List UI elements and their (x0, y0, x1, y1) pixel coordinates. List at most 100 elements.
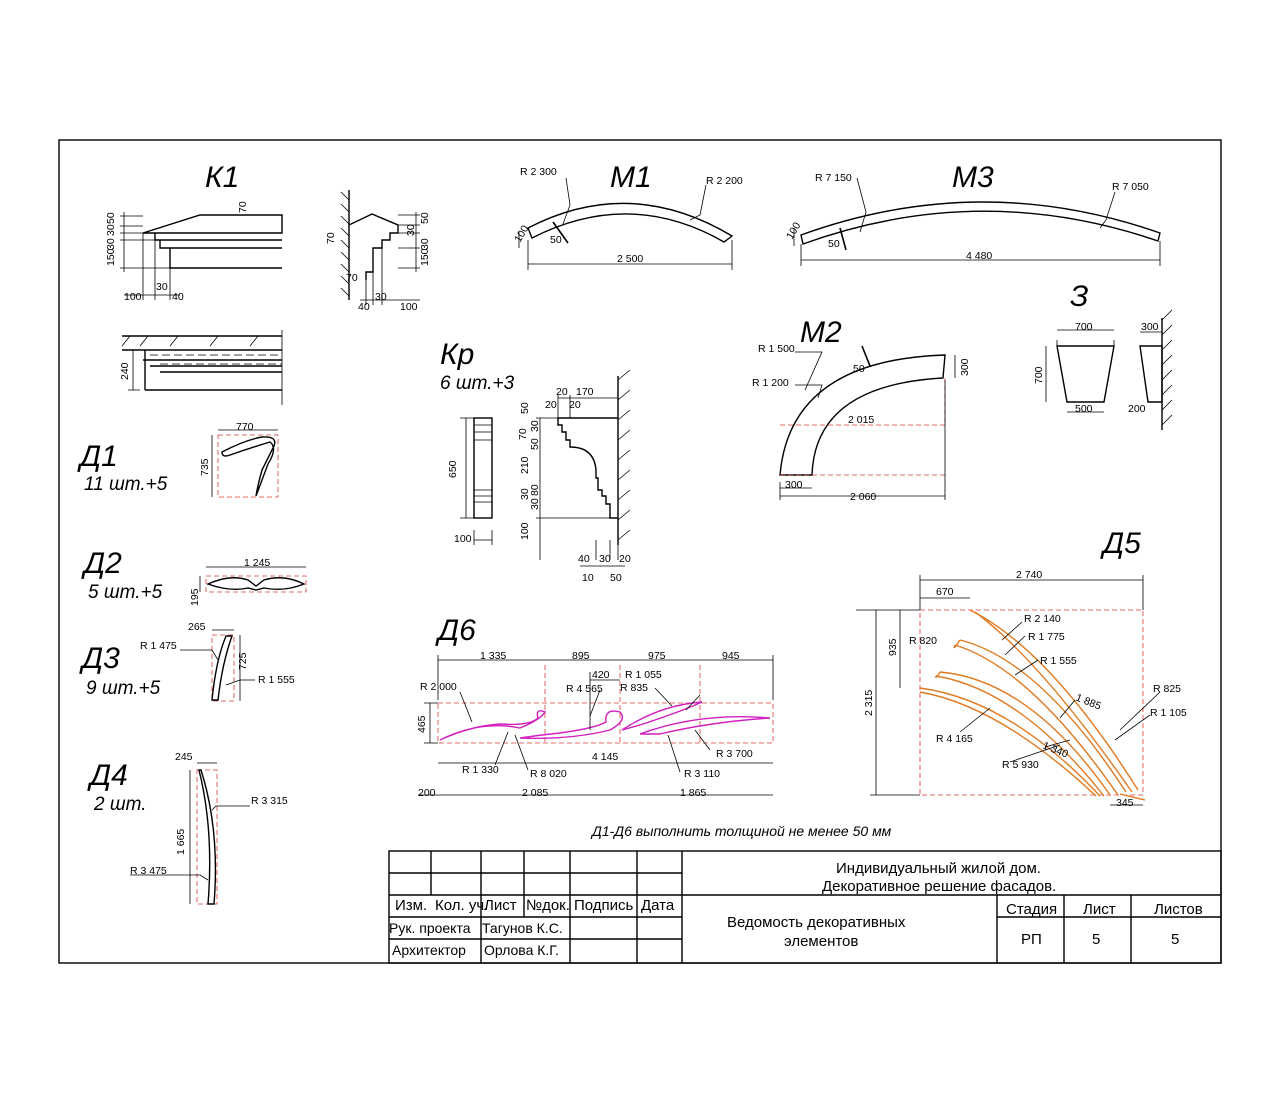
kr-p-11: 30 (529, 498, 541, 510)
m3-section-mark (839, 227, 847, 251)
d6-group: Д6 1 335 895 975 945 420 R 1 055 R 2 000… (416, 614, 774, 799)
d5-r820: R 820 (909, 635, 937, 647)
m3-leaders (856, 177, 1116, 233)
k1-side-dims (360, 212, 420, 305)
z-group: З 700 300 700 500 200 (1033, 280, 1173, 430)
d3-r1: R 1 475 (140, 640, 177, 652)
k1s-dim-5: 70 (346, 272, 358, 284)
d6-c: 975 (648, 650, 666, 662)
d6-r1330: R 1 330 (462, 764, 499, 776)
d3-box (211, 634, 235, 702)
m2-leaders (795, 351, 823, 399)
k1s-dim-0: 70 (325, 232, 337, 244)
kr-p-13: 40 (578, 553, 590, 565)
d6-r8020: R 8 020 (530, 768, 567, 780)
k1-plan-dim: 240 (119, 362, 131, 380)
m2-h: 300 (959, 358, 971, 376)
tb-sheet: 5 (1092, 931, 1100, 948)
m2-w: 50 (853, 363, 865, 375)
m1-h: 100 (512, 223, 531, 244)
d2-h: 195 (189, 588, 201, 606)
tb-hdr-5: Дата (641, 897, 675, 914)
d2-shape (206, 577, 306, 591)
m3-h: 100 (784, 220, 803, 241)
d6-title: Д6 (435, 614, 476, 647)
tb-stage: РП (1021, 931, 1042, 948)
d3-dims (180, 629, 255, 701)
d6-leaf-1 (621, 701, 703, 731)
d6-total: 4 145 (592, 751, 618, 763)
kr-p-14: 30 (599, 553, 611, 565)
d1-h: 735 (199, 458, 211, 476)
d3-qty: 9 шт.+5 (86, 678, 161, 699)
d3-shape (211, 635, 233, 701)
d6-guides (544, 665, 701, 743)
d6-dims (418, 655, 774, 796)
d5-r1105: R 1 105 (1150, 707, 1187, 719)
z-side (1139, 345, 1163, 403)
thickness-note: Д1-Д6 выполнить толщиной не менее 50 мм (590, 823, 892, 839)
z-front (1056, 345, 1115, 403)
k1-front-shape (142, 214, 283, 234)
kr-group: Кр 6 шт.+3 650 100 20 170 20 20 50 70 30… (440, 338, 631, 584)
k1-group: К1 50 30 30 150 70 100 30 40 70 50 30 30… (105, 161, 431, 405)
kr-p-8: 210 (519, 456, 531, 474)
k1-dim-5: 100 (124, 291, 142, 303)
z-h: 700 (1033, 366, 1045, 384)
d4-box (196, 769, 218, 905)
d5-ends (935, 639, 1146, 801)
tb-sheets-label: Листов (1154, 901, 1203, 918)
d2-box (205, 575, 307, 593)
title-block-frame (388, 850, 1222, 964)
d4-w: 245 (175, 751, 193, 763)
d5-r825: R 825 (1153, 683, 1181, 695)
tb-hdr-1: Кол. уч. (435, 897, 488, 914)
k1s-dim-1: 50 (419, 212, 431, 224)
d6-h: 465 (416, 715, 428, 733)
d5-b345: 345 (1116, 797, 1134, 809)
kr-p-4: 50 (519, 402, 531, 414)
z-bottom: 500 (1075, 403, 1093, 415)
k1-dim-0: 50 (105, 212, 117, 224)
m2-guides (780, 378, 946, 476)
m2-title: М2 (800, 316, 842, 349)
m3-group: М3 R 7 150 R 7 050 100 50 4 480 (784, 161, 1161, 266)
kr-p-1: 170 (576, 386, 594, 398)
tb-hdr-0: Изм. (395, 897, 427, 914)
d6-leaders (459, 687, 711, 773)
z-dims (1045, 329, 1162, 413)
d2-w: 1 245 (244, 557, 270, 569)
m1-group: М1 R 2 300 R 2 200 100 50 2 500 (512, 161, 743, 270)
kr-profile-dims (536, 395, 625, 567)
d4-shape (198, 769, 217, 905)
kr-p-0: 20 (556, 386, 568, 398)
d1-group: Д1 11 шт.+5 770 735 (77, 421, 279, 498)
m3-title: М3 (952, 161, 994, 194)
d6-r4565: R 4 565 (566, 683, 603, 695)
d2-title: Д2 (81, 547, 122, 580)
k1s-dim-2: 30 (405, 224, 417, 236)
d5-r1775: R 1 775 (1028, 631, 1065, 643)
d1-title: Д1 (77, 440, 118, 473)
tb-role1: Рук. проекта (389, 920, 471, 936)
k1-title: К1 (205, 161, 239, 194)
d2-group: Д2 5 шт.+5 1 245 195 (81, 547, 307, 606)
d4-group: Д4 2 шт. 245 R 3 315 1 665 R 3 475 (87, 751, 288, 905)
d2-dims (199, 566, 306, 592)
d5-group: Д5 2 740 670 935 2 315 R 820 R 2 140 R 1… (856, 527, 1187, 809)
d5-d1340: 1 340 (1041, 740, 1070, 761)
m1-title: М1 (610, 161, 652, 194)
m1-section-mark (552, 221, 569, 244)
d3-w: 265 (188, 621, 206, 633)
k1-plan (122, 335, 282, 391)
kr-front-lines (474, 424, 492, 503)
m2-arch (779, 354, 946, 476)
d5-box (919, 609, 1144, 796)
m3-w: 50 (828, 238, 840, 250)
kr-p-7: 50 (529, 438, 541, 450)
m1-arch (527, 202, 734, 243)
d5-r4165: R 4 165 (936, 733, 973, 745)
m2-section-mark (861, 345, 871, 367)
d6-e: 420 (592, 669, 610, 681)
